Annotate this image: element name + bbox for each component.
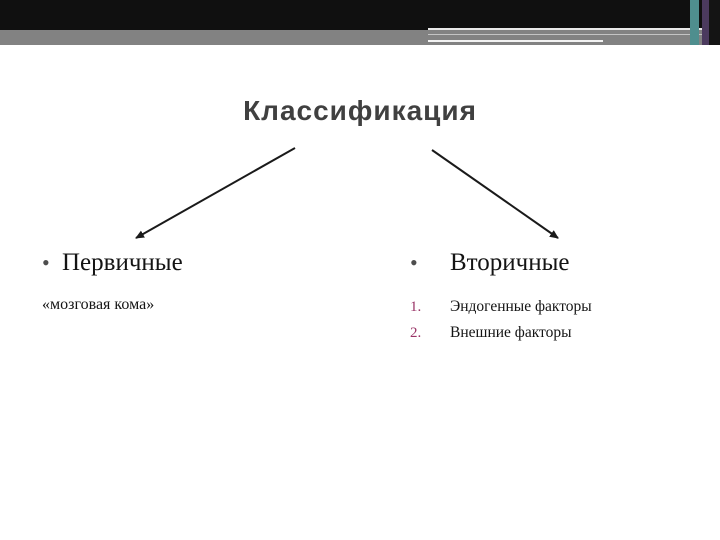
header-bar xyxy=(0,0,720,30)
header-subbar xyxy=(0,30,720,45)
list-item-number: 2. xyxy=(410,325,422,341)
arrow-to-secondary xyxy=(431,149,559,239)
accent-stripe-dark xyxy=(709,0,720,45)
list-item-number: 1. xyxy=(410,299,422,315)
arrow-to-primary xyxy=(135,147,296,239)
list-item: 2. Внешние факторы xyxy=(410,320,700,346)
slide-title: Классификация xyxy=(243,95,477,126)
list-item: 1. Эндогенные факторы xyxy=(410,294,700,320)
primary-heading: Первичные xyxy=(62,249,183,276)
primary-subtext: «мозговая кома» xyxy=(42,296,155,313)
list-item-text: Внешние факторы xyxy=(450,324,572,341)
list-item-text: Эндогенные факторы xyxy=(450,298,592,315)
accent-stripe-purple xyxy=(702,0,709,45)
secondary-section: • Вторичные 1. Эндогенные факторы 2. Вне… xyxy=(410,248,700,346)
secondary-list: 1. Эндогенные факторы 2. Внешние факторы xyxy=(410,294,700,346)
secondary-heading: Вторичные xyxy=(450,249,570,276)
bullet-icon: • xyxy=(42,250,50,275)
accent-stripe-teal xyxy=(690,0,699,45)
decorative-line xyxy=(428,40,603,42)
decorative-line xyxy=(428,28,720,30)
decorative-line xyxy=(428,34,720,35)
bullet-icon: • xyxy=(410,250,418,275)
primary-section: • Первичные «мозговая кома» xyxy=(42,248,362,314)
